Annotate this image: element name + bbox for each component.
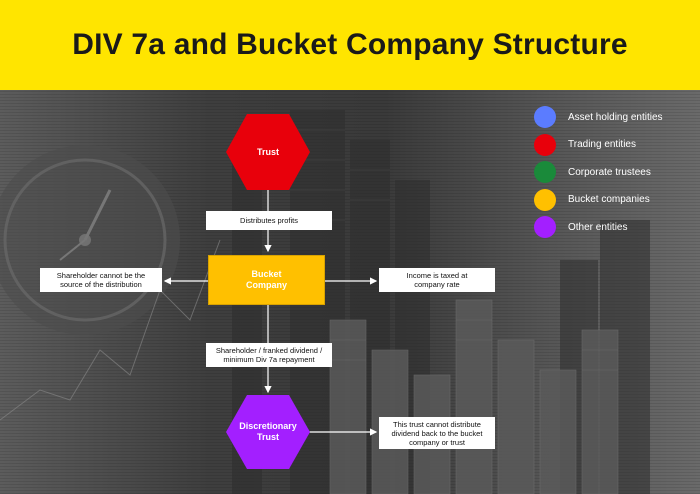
trust-hexagon [226,114,310,190]
discretionary-trust-hexagon [226,395,310,469]
legend-item-bucket-companies: Bucket companies [534,188,663,211]
legend-item-trading: Trading entities [534,133,663,156]
legend-label-corporate-trustees: Corporate trustees [568,166,651,178]
legend-label-bucket-companies: Bucket companies [568,194,650,205]
legend-dot-trading [534,133,556,156]
legend-item-asset-holding: Asset holding entities [534,106,663,128]
trust-label: Trust [256,146,279,157]
title-bar: DIV 7a and Bucket Company Structure [0,0,700,90]
legend-dot-bucket-companies [534,188,556,211]
discretionary-trust-label: Discretionary Trust [239,421,297,442]
note-income-taxed: Income is taxed at company rate [379,268,495,292]
legend-label-asset-holding: Asset holding entities [568,111,663,123]
note-shareholder-source: Shareholder cannot be the source of the … [40,268,162,292]
legend-label-other-entities: Other entities [568,221,628,233]
page-title: DIV 7a and Bucket Company Structure [72,28,628,61]
discretionary-trust-node: Discretionary Trust [226,395,310,469]
note-shareholder-dividend: Shareholder / franked dividend / minimum… [206,343,332,367]
bucket-company-node: Bucket Company [208,255,325,305]
legend-item-corporate-trustees: Corporate trustees [534,161,663,183]
legend-item-other-entities: Other entities [534,216,663,238]
note-distributes-profits: Distributes profits [206,211,332,230]
legend-dot-corporate-trustees [534,161,556,183]
legend-dot-asset-holding [534,106,556,128]
trust-node: Trust [226,114,310,190]
legend-label-trading: Trading entities [568,139,636,150]
note-trust-cannot-distribute: This trust cannot distribute dividend ba… [379,417,495,449]
legend: Asset holding entities Trading entities … [534,106,663,244]
legend-dot-other-entities [534,216,556,238]
